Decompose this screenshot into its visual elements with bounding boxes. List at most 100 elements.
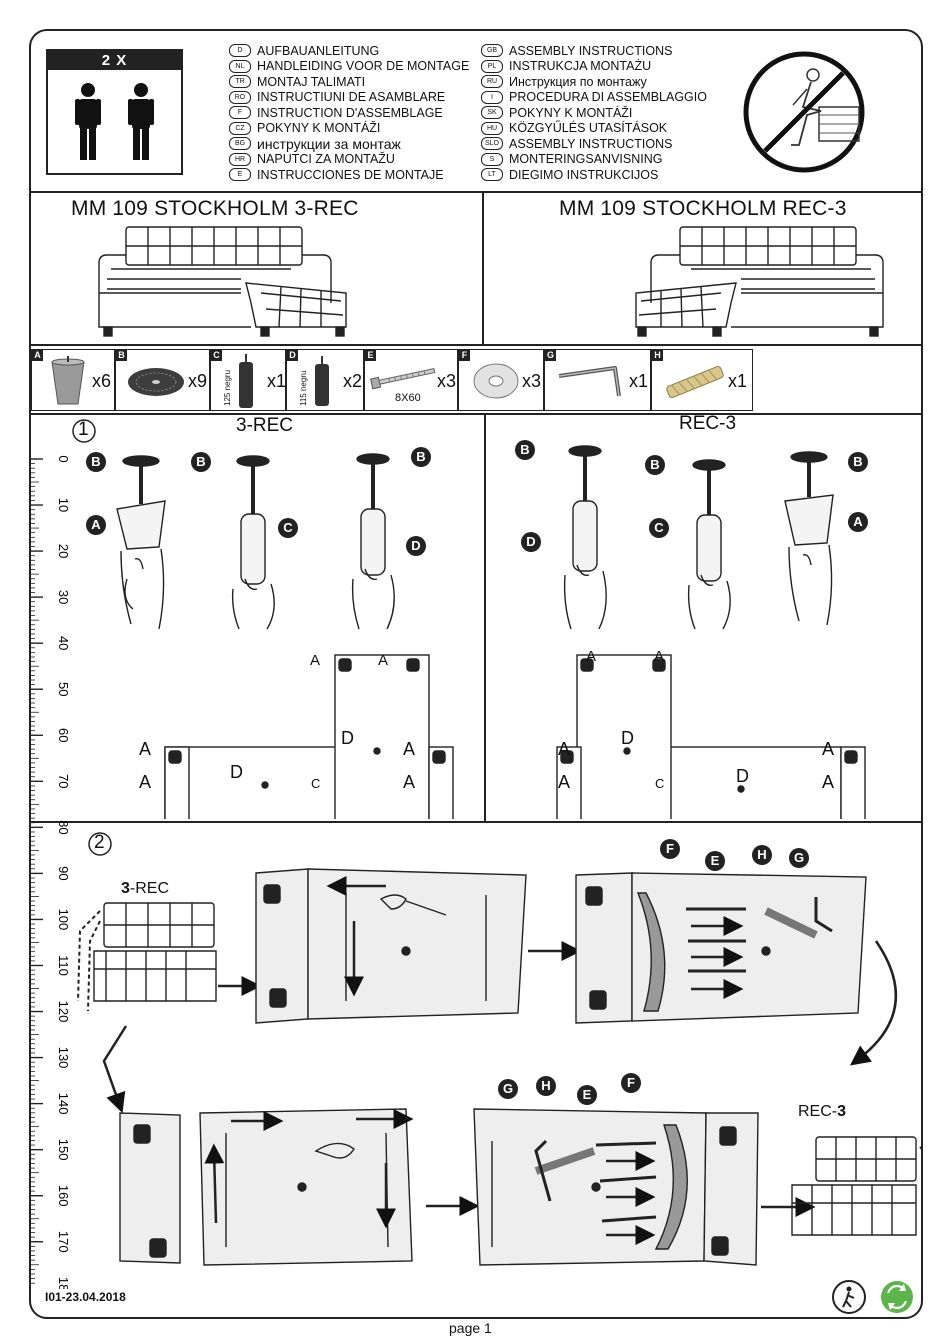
- ruler-label: 110: [56, 955, 71, 976]
- part-qty: x6: [92, 371, 112, 391]
- ruler-label: 150: [56, 1139, 71, 1161]
- callout-e: E: [705, 851, 725, 871]
- lang-text: NAPUTCI ZA MONTAŽU: [257, 152, 395, 167]
- part-qty: x9: [188, 371, 208, 391]
- ruler-label: 40: [56, 636, 71, 650]
- ruler-label: 50: [56, 682, 71, 696]
- plan-label: A: [378, 652, 389, 669]
- callout-a: A: [86, 515, 106, 535]
- callout-b: B: [515, 440, 535, 460]
- callout-c: C: [278, 518, 298, 538]
- divider: [484, 413, 486, 821]
- plan-label: A: [139, 739, 152, 759]
- document-code: I01-23.04.2018: [45, 1290, 126, 1304]
- callout-e: E: [577, 1085, 597, 1105]
- ruler-label: 180: [56, 1277, 71, 1289]
- lang-code: F: [229, 106, 251, 120]
- product-title-left: MM 109 STOCKHOLM 3-REC: [71, 197, 359, 220]
- part-letter: E: [365, 350, 376, 361]
- plan-label: D: [736, 766, 749, 786]
- lang-text: KÖZGYŰLÉS UTASÍTÁSOK: [509, 121, 668, 136]
- part-letter: A: [32, 350, 43, 361]
- divider: [482, 191, 484, 344]
- ruler-label: 130: [56, 1047, 71, 1069]
- lang-code: CZ: [229, 121, 251, 135]
- ruler-label: 10: [56, 498, 71, 512]
- lang-text: INSTRUCCIONES DE MONTAJE: [257, 167, 444, 182]
- callout-h: H: [536, 1076, 556, 1096]
- green-dot-icon: [881, 1281, 913, 1313]
- lang-text: MONTAJ TALIMATI: [257, 74, 366, 89]
- callout-c: C: [649, 518, 669, 538]
- glide-b-icon: [128, 368, 184, 396]
- lang-text: INSTRUCTION D'ASSEMBLAGE: [257, 105, 443, 120]
- lang-code: RO: [229, 90, 251, 104]
- lang-code: S: [481, 152, 503, 166]
- recycle-person-icon: [832, 1280, 866, 1314]
- lang-code: D: [229, 44, 251, 58]
- language-row: E INSTRUCCIONES DE MONTAJE: [229, 167, 469, 183]
- callout-f: F: [660, 839, 680, 859]
- part-letter: C: [211, 350, 222, 361]
- lang-code: LT: [481, 168, 503, 182]
- ruler-label: 120: [56, 1001, 71, 1023]
- ruler-label: 0: [56, 455, 71, 462]
- plan-label: A: [403, 772, 416, 792]
- part-qty: x1: [267, 371, 287, 391]
- callout-b: B: [645, 455, 665, 475]
- lang-text: AUFBAUANLEITUNG: [257, 43, 380, 58]
- callout-f: F: [621, 1073, 641, 1093]
- lang-text: Инструкция по монтажу: [509, 74, 647, 89]
- step-2-end-label: REC-3: [798, 1103, 846, 1121]
- plan-label: D: [230, 762, 243, 782]
- part-a-box: A x6: [31, 349, 115, 411]
- label-bold: 3: [837, 1103, 847, 1120]
- callout-b: B: [191, 452, 211, 472]
- plan-label: D: [621, 728, 634, 748]
- plan-label: D: [341, 728, 354, 748]
- leg-c-icon: [239, 354, 253, 408]
- lang-code: E: [229, 168, 251, 182]
- part-letter: F: [459, 350, 470, 361]
- persons-label: 2 X: [48, 51, 181, 70]
- ruler-label: 90: [56, 866, 71, 880]
- part-d-box: D 115 negru x2: [286, 349, 364, 411]
- callout-h: H: [752, 845, 772, 865]
- lang-text: INSTRUKCJA MONTAŻU: [509, 59, 652, 74]
- lang-code: BG: [229, 137, 251, 151]
- part-qty: x2: [343, 371, 363, 391]
- lang-code: RU: [481, 75, 503, 89]
- language-row: D AUFBAUANLEITUNG: [229, 43, 469, 59]
- ruler-label: 170: [56, 1231, 71, 1253]
- lang-code: TR: [229, 75, 251, 89]
- lang-text: DIEGIMO INSTRUKCIJOS: [509, 167, 659, 182]
- step-1-marker: [72, 419, 96, 443]
- leg-a-icon: [51, 356, 85, 405]
- part-letter: B: [116, 350, 127, 361]
- measurement-ruler: 0102030405060708090100110120130140150160…: [31, 455, 71, 1289]
- ruler-label: 30: [56, 590, 71, 604]
- step-2-number: 2: [94, 832, 105, 853]
- part-note: 115 negru: [299, 370, 308, 406]
- step-2-marker: [88, 832, 112, 856]
- lang-text: POKYNY K MONTÁŽI: [509, 105, 633, 120]
- bolt-e-icon: [370, 368, 436, 390]
- callout-d: D: [406, 536, 426, 556]
- callout-d: D: [521, 532, 541, 552]
- part-qty: x3: [522, 371, 542, 391]
- ruler-label: 70: [56, 774, 71, 788]
- step-2-start-label: 3-REC: [121, 880, 169, 898]
- step-1-right-title: REC-3: [679, 413, 737, 434]
- part-qty: x1: [728, 371, 748, 391]
- ruler-label: 100: [56, 909, 71, 931]
